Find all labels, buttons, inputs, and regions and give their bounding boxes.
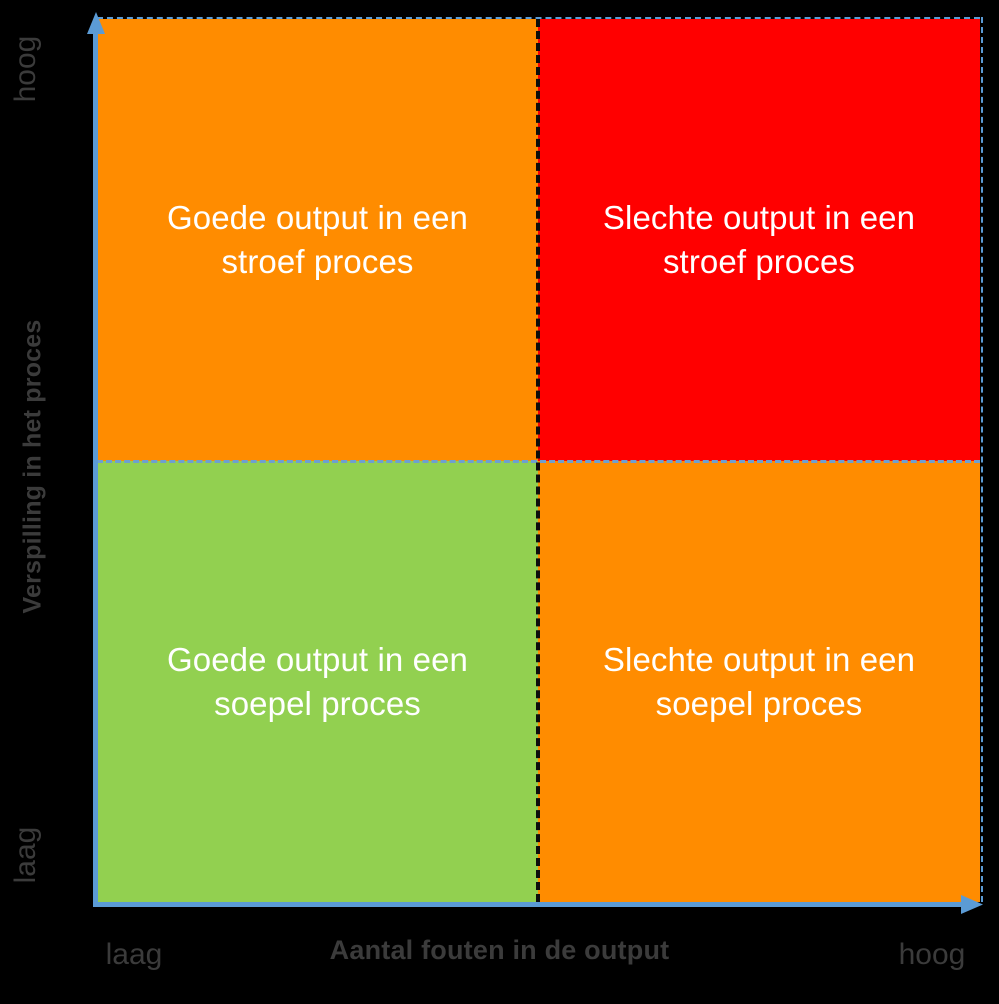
x-axis-tick-low: laag — [105, 938, 163, 971]
x-axis-line — [93, 902, 965, 907]
plot-border-right-dashed — [981, 17, 983, 902]
quadrant-bottom-left-label: Goede output in een soepel proces — [167, 640, 468, 722]
x-axis-tick-high: hoog — [898, 938, 966, 971]
plot-border-top-dashed — [97, 17, 980, 19]
quadrant-top-right-label: Slechte output in een stroef proces — [602, 199, 916, 280]
y-axis-line — [93, 33, 98, 907]
quadrant-top-right: Slechte output in een stroef proces — [538, 19, 980, 461]
quadrant-top-left-label: Goede output in een stroef proces — [167, 199, 468, 280]
arrow-right-icon — [961, 895, 983, 914]
quadrant-divider-vertical — [536, 19, 540, 902]
quadrant-bottom-right-label: Slechte output in een soepel proces — [602, 640, 916, 722]
arrow-up-icon — [87, 12, 105, 34]
x-axis-title: Aantal fouten in de output — [329, 935, 670, 965]
y-axis-tick-low: laag — [9, 826, 42, 884]
quadrant-top-left: Goede output in een stroef proces — [97, 19, 538, 461]
y-axis-tick-high: hoog — [9, 35, 42, 103]
quadrant-matrix-plot-area: Goede output in een stroef proces Slecht… — [97, 17, 983, 902]
quadrant-bottom-left: Goede output in een soepel proces — [97, 461, 538, 902]
quadrant-bottom-right: Slechte output in een soepel proces — [538, 461, 980, 902]
y-axis-title: Verspilling in het proces — [18, 319, 47, 614]
